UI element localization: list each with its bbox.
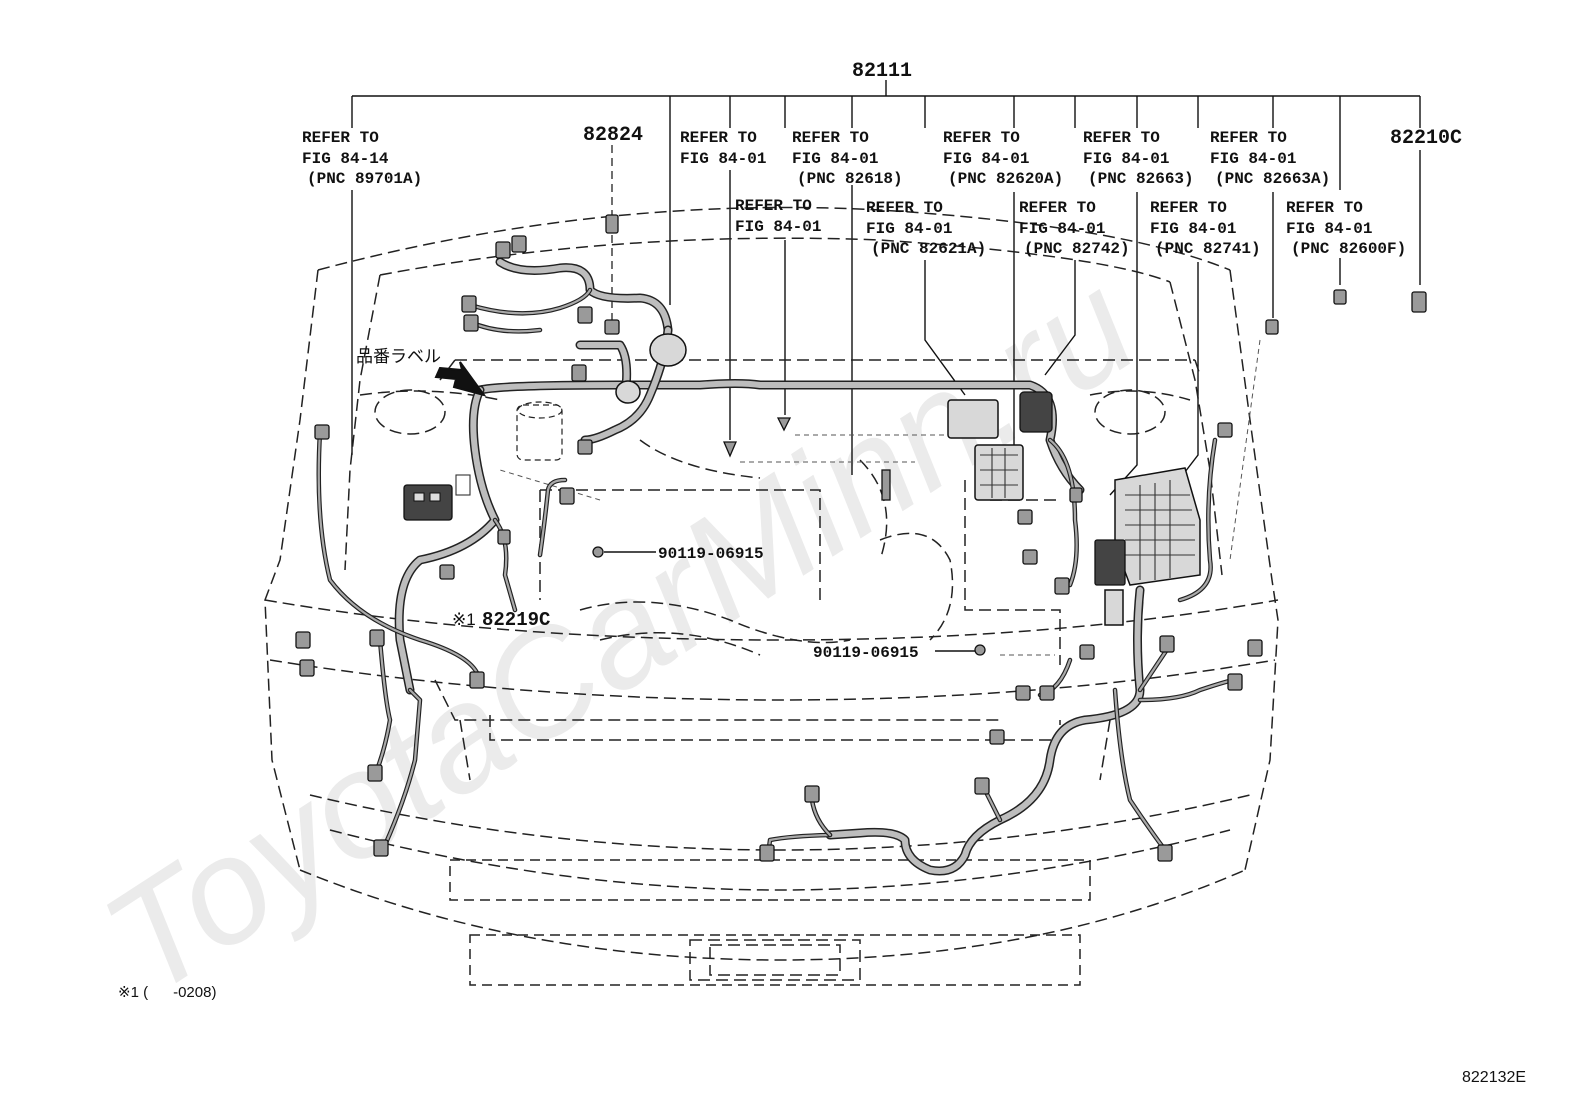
ref-r2-3-line3: (PNC 82742)	[1024, 240, 1130, 258]
ref-r1-3-line1: REFER TO	[943, 129, 1020, 147]
callout-82210c: 82210C	[1390, 127, 1462, 150]
leader-lines	[351, 80, 1421, 652]
ref-r2-2-line1: REFER TO	[866, 199, 943, 217]
refer-label-row2-3: REFER TO FIG 84-01 (PNC 82742)	[1019, 199, 1130, 258]
ref-r1-5-line1: REFER TO	[1210, 129, 1287, 147]
refer-label-row1-4: REFER TO FIG 84-01 (PNC 82663)	[1083, 129, 1194, 188]
ref-r2-5-line3: (PNC 82600F)	[1291, 240, 1406, 258]
vehicle-body-outline	[264, 206, 1279, 986]
ref-r1-1-line1: REFER TO	[680, 129, 757, 147]
refer-label-row1-2: REFER TO FIG 84-01 (PNC 82618)	[792, 129, 903, 188]
ref-r2-4-line2: FIG 84-01	[1150, 220, 1236, 238]
left-ref-line2: FIG 84-14	[302, 150, 389, 168]
ref-r1-3-line2: FIG 84-01	[943, 150, 1029, 168]
ref-r1-2-line3: (PNC 82618)	[797, 170, 903, 188]
watermark-text: ToyotaCarMinn.ru	[76, 240, 1163, 1027]
part-82219c: 82219C	[482, 609, 550, 631]
part-label-arrow	[434, 361, 487, 397]
refer-label-row2-2: REFER TO FIG 84-01 (PNC 82621A)	[866, 199, 986, 258]
figure-number: 822132E	[1462, 1069, 1526, 1086]
left-ref-line3: (PNC 89701A)	[307, 170, 422, 188]
main-callout-82111: 82111	[852, 60, 912, 83]
ref-r2-5-line1: REFER TO	[1286, 199, 1363, 217]
ref-r2-2-line2: FIG 84-01	[866, 220, 952, 238]
components	[403, 333, 1201, 626]
bolt-callout-2: 90119-06915	[813, 644, 919, 662]
ref-r2-1-line2: FIG 84-01	[735, 218, 821, 236]
refer-label-row1-1: REFER TO FIG 84-01	[680, 129, 766, 168]
footnote-text: ※1 ( -0208)	[118, 984, 216, 1001]
ref-r2-3-line1: REFER TO	[1019, 199, 1096, 217]
ref-r1-4-line3: (PNC 82663)	[1088, 170, 1194, 188]
ref-r1-4-line1: REFER TO	[1083, 129, 1160, 147]
bolt-callout-1: 90119-06915	[658, 545, 764, 563]
refer-label-row2-5: REFER TO FIG 84-01 (PNC 82600F)	[1286, 199, 1406, 258]
ref-r2-3-line2: FIG 84-01	[1019, 220, 1105, 238]
ref-r1-2-line1: REFER TO	[792, 129, 869, 147]
connectors	[295, 214, 1427, 862]
ref-r1-3-line3: (PNC 82620A)	[948, 170, 1063, 188]
left-ref-line1: REFER TO	[302, 129, 379, 147]
refer-label-row2-1: REFER TO FIG 84-01	[735, 197, 821, 236]
wire-harness	[316, 257, 1238, 876]
refer-label-row2-4: REFER TO FIG 84-01 (PNC 82741)	[1150, 199, 1261, 258]
ref-r2-4-line3: (PNC 82741)	[1155, 240, 1261, 258]
ref-r1-4-line2: FIG 84-01	[1083, 150, 1169, 168]
callout-82824: 82824	[583, 124, 643, 147]
part-label-jp: 品番ラベル	[356, 347, 441, 366]
ref-r1-5-line2: FIG 84-01	[1210, 150, 1296, 168]
ref-r1-5-line3: (PNC 82663A)	[1215, 170, 1330, 188]
ref-r1-2-line2: FIG 84-01	[792, 150, 878, 168]
ref-r2-4-line1: REFER TO	[1150, 199, 1227, 217]
refer-label-row1-3: REFER TO FIG 84-01 (PNC 82620A)	[943, 129, 1063, 188]
ref-r2-2-line3: (PNC 82621A)	[871, 240, 986, 258]
ref-r1-1-line2: FIG 84-01	[680, 150, 766, 168]
left-refer-label: REFER TO FIG 84-14 (PNC 89701A)	[302, 129, 422, 188]
refer-label-row1-5: REFER TO FIG 84-01 (PNC 82663A)	[1210, 129, 1330, 188]
note-marker: ※1	[452, 610, 476, 629]
ref-r2-5-line2: FIG 84-01	[1286, 220, 1372, 238]
ref-r2-1-line1: REFER TO	[735, 197, 812, 215]
